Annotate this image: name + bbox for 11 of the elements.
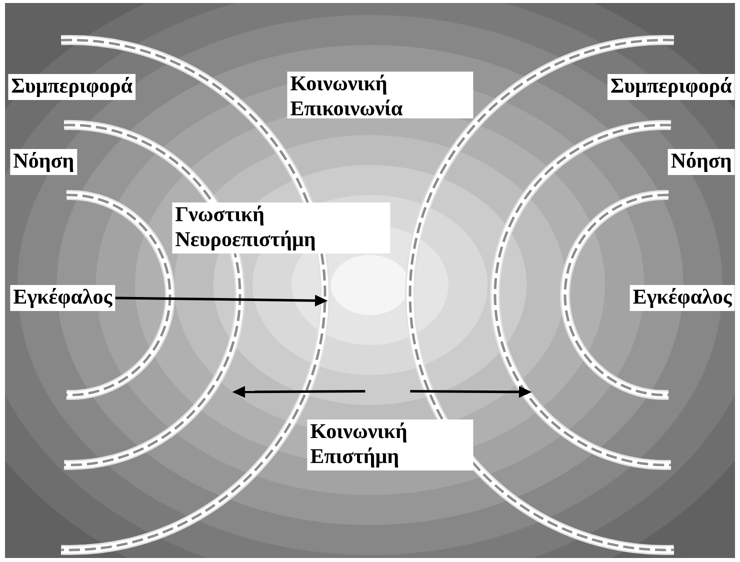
text-box: Κοινωνική Επιστήμη xyxy=(307,419,474,471)
text-box: Συμπεριφορά xyxy=(8,74,136,100)
text-box: Εγκέφαλος xyxy=(10,284,116,312)
node-label: Συμπεριφορά xyxy=(611,76,732,98)
text-box: Εγκέφαλος xyxy=(630,284,735,312)
text-box: Νόηση xyxy=(668,148,735,176)
text-box: Κοινωνική Επικοινωνία xyxy=(287,72,474,118)
node-label: Νόηση xyxy=(671,152,731,172)
text-box: Νόηση xyxy=(10,148,78,176)
text-box: Γνωστική Νευροεπιστήμη xyxy=(172,202,390,254)
text-box: Συμπεριφορά xyxy=(607,74,735,100)
